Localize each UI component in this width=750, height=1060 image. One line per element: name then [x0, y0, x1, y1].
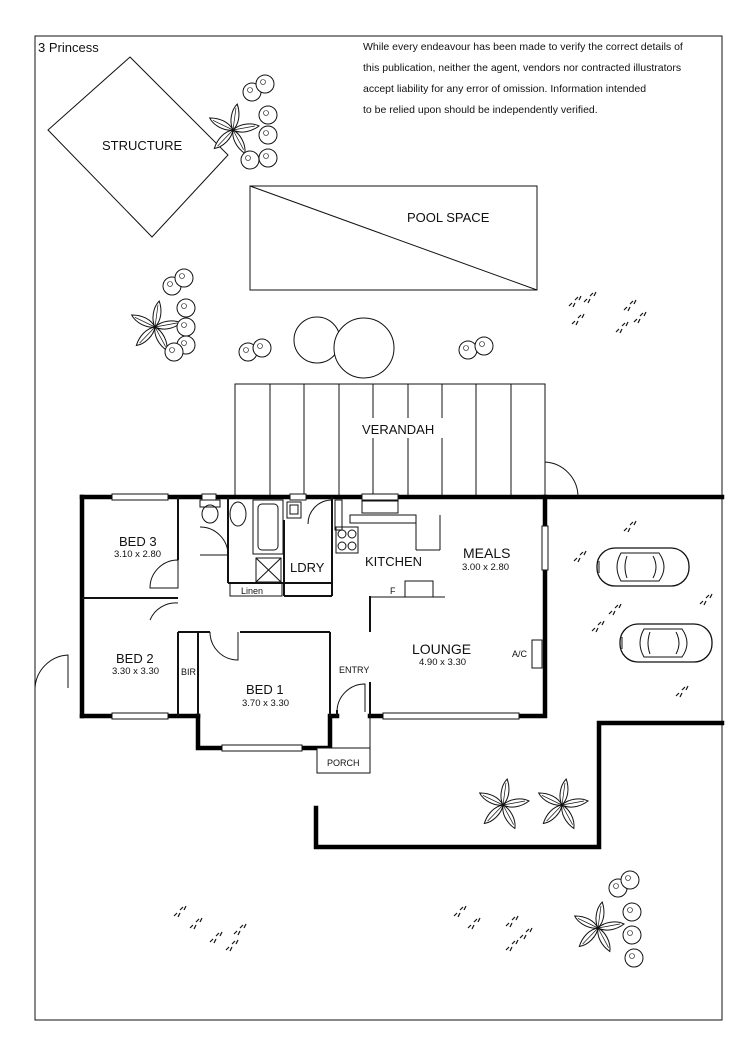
bed2-door [149, 602, 179, 621]
bir-label: BIR [181, 667, 197, 677]
verandah-label: VERANDAH [362, 422, 434, 437]
pool-space-diagonal [249, 185, 538, 291]
bed1-door [209, 631, 239, 661]
linen-label: Linen [241, 586, 263, 596]
meals-size: 3.00 x 2.80 [462, 562, 509, 573]
kitchen-label: KITCHEN [365, 554, 422, 569]
structure-outline [47, 56, 229, 238]
porch-outline [316, 747, 371, 774]
disclaimer-line: this publication, neither the agent, ven… [363, 62, 681, 74]
verandah [234, 383, 546, 497]
palm-tree-icon [477, 777, 530, 831]
disclaimer: While every endeavour has been made to v… [363, 41, 683, 116]
porch-label: PORCH [327, 758, 360, 768]
laundry-door [307, 499, 333, 525]
palm-tree-icon [207, 102, 260, 156]
bed3-label: BED 3 [119, 534, 157, 549]
car-icon [596, 547, 690, 587]
structure-label: STRUCTURE [102, 138, 182, 153]
landscaping [129, 74, 713, 968]
bed2-label: BED 2 [116, 651, 154, 666]
entry-door [336, 683, 366, 713]
disclaimer-line: While every endeavour has been made to v… [363, 41, 683, 53]
bed3-size: 3.10 x 2.80 [114, 549, 161, 560]
internal-walls [82, 497, 371, 716]
meals-label: MEALS [463, 545, 510, 561]
pool-space-label: POOL SPACE [407, 210, 490, 225]
bathroom-fixtures [199, 499, 302, 597]
lounge-label: LOUNGE [412, 641, 471, 657]
gate-door [34, 654, 69, 689]
bath-door [199, 526, 229, 556]
bed1-label: BED 1 [246, 682, 284, 697]
property-name: 3 Princess [38, 40, 99, 55]
palm-tree-icon [572, 900, 625, 954]
disclaimer-line: to be relied upon should be independentl… [363, 104, 598, 116]
disclaimer-line: accept liability for any error of omissi… [363, 83, 646, 95]
gate-door [544, 461, 579, 498]
bed3-door [149, 559, 179, 589]
page-border [34, 35, 723, 1021]
kitchen-fixtures [334, 499, 543, 669]
laundry-label: LDRY [290, 560, 325, 575]
fridge-label: F [390, 586, 396, 596]
entry-label: ENTRY [339, 665, 369, 675]
palm-tree-icon [536, 777, 589, 831]
aircon-label: A/C [512, 649, 528, 659]
lounge-size: 4.90 x 3.30 [419, 657, 466, 668]
car-icon [619, 623, 713, 663]
bed2-size: 3.30 x 3.30 [112, 666, 159, 677]
bed1-size: 3.70 x 3.30 [242, 698, 289, 709]
